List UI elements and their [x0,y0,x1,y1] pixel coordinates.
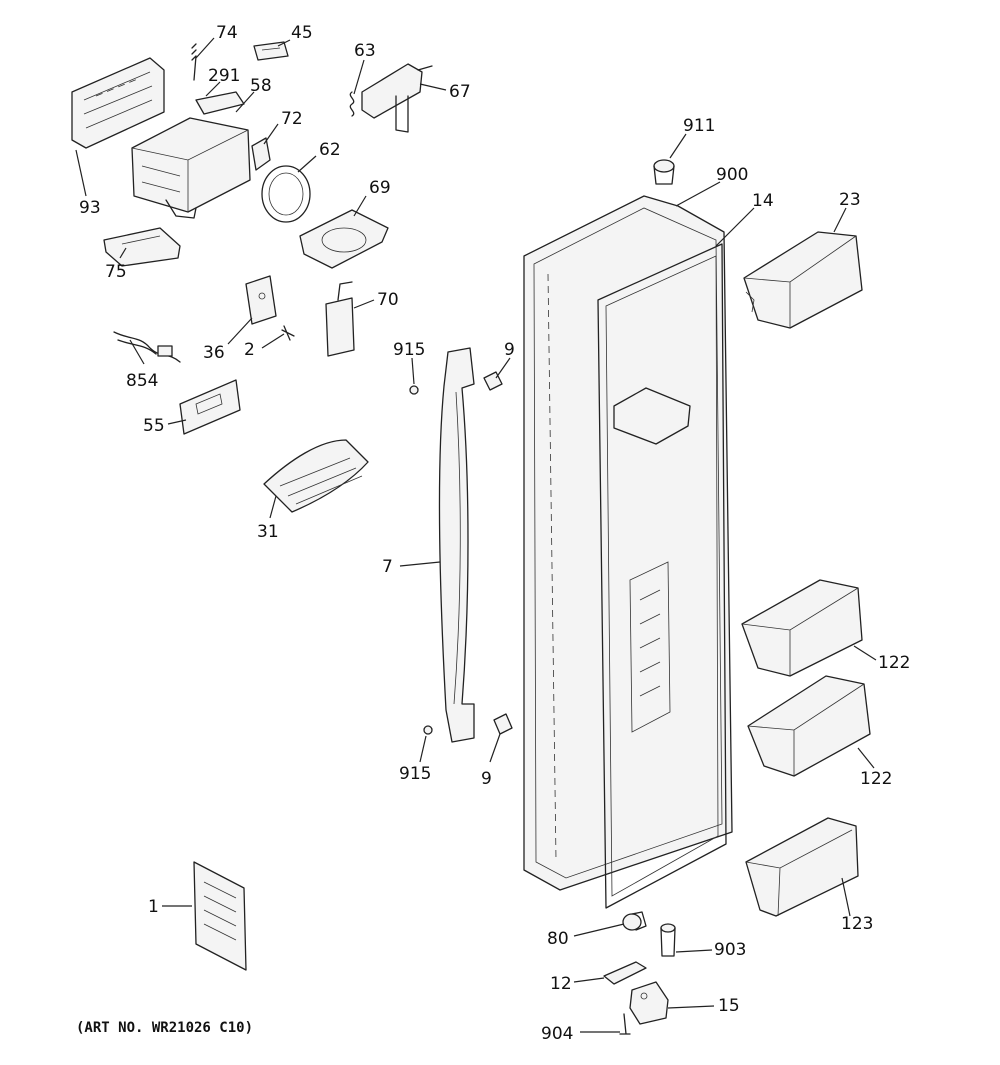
part-915-screw-top [409,385,419,395]
part-904-screw [619,1013,631,1035]
part-80-roller [622,911,647,931]
label-58: 58 [250,76,272,96]
part-74-spring [191,43,197,81]
label-12: 12 [550,974,572,994]
part-labels: 74 45 63 291 58 67 72 62 93 69 75 70 36 … [79,23,910,1044]
part-915-screw-bottom [423,725,433,735]
dispenser-recess [613,387,691,733]
label-74: 74 [216,23,238,43]
label-14: 14 [752,191,774,211]
part-903-cylinder [660,923,676,957]
label-904: 904 [541,1024,573,1044]
part-23-bin [743,231,863,329]
label-122-upper: 122 [878,653,910,673]
label-55: 55 [143,416,165,436]
part-15-hinge [629,981,669,1025]
label-915-bottom: 915 [399,764,431,784]
part-55-board [179,379,241,435]
part-1-booklet [193,861,247,971]
part-9-stud-bottom [493,713,513,735]
label-854: 854 [126,371,158,391]
label-911: 911 [683,116,715,136]
label-45: 45 [291,23,313,43]
part-123-bin [745,817,859,917]
label-122-lower: 122 [860,769,892,789]
part-900-door-shell [523,195,733,891]
part-12-plate [603,961,647,985]
part-62-ring [261,165,311,223]
part-9-stud-top [483,371,503,391]
label-70: 70 [377,290,399,310]
label-31: 31 [257,522,279,542]
part-2-screw [281,325,295,341]
label-903: 903 [714,940,746,960]
part-45-clip [253,41,289,61]
label-123: 123 [841,914,873,934]
part-75-tray [103,227,181,267]
label-9-bottom: 9 [481,769,492,789]
label-15: 15 [718,996,740,1016]
label-1: 1 [148,897,159,917]
label-69: 69 [369,178,391,198]
part-14-gasket [597,243,727,909]
part-911-cap [653,159,675,185]
label-93: 93 [79,198,101,218]
label-75: 75 [105,262,127,282]
label-291: 291 [208,66,240,86]
label-80: 80 [547,929,569,949]
part-67-actuator [361,63,433,133]
label-7: 7 [382,557,393,577]
part-72-bracket [251,137,271,171]
leader-lines [75,37,877,1033]
label-900: 900 [716,165,748,185]
part-122-bin-upper [741,579,863,677]
label-67: 67 [449,82,471,102]
label-915-top: 915 [393,340,425,360]
part-69-funnel-plate [299,209,389,269]
label-23: 23 [839,190,861,210]
label-9-top: 9 [504,340,515,360]
label-72: 72 [281,109,303,129]
part-854-harness [113,331,181,363]
part-31-grille [263,439,369,513]
art-number-caption: (ART NO. WR21026 C10) [76,1020,253,1036]
label-36: 36 [203,343,225,363]
part-58-housing [131,91,251,219]
part-63-spring [349,91,355,117]
label-63: 63 [354,41,376,61]
part-70-bracket [325,281,355,357]
part-36-switch [245,275,277,325]
part-122-bin-lower [747,675,871,777]
label-62: 62 [319,140,341,160]
part-7-handle [438,347,475,743]
part-93-control-panel [71,57,165,149]
label-2: 2 [244,340,255,360]
